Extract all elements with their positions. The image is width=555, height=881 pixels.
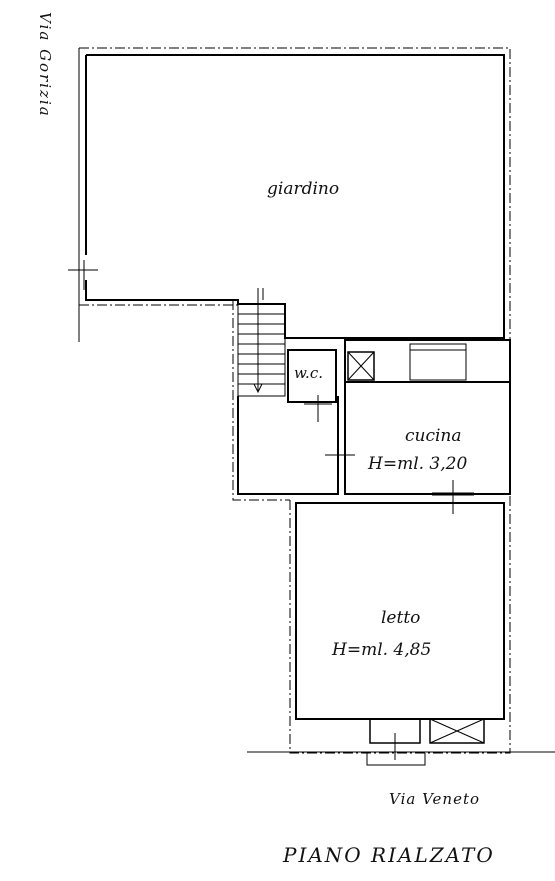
street-label-via-veneto: Via Veneto xyxy=(389,790,480,808)
service-area-wall xyxy=(237,396,339,495)
service-area-dash xyxy=(232,300,290,501)
bedroom-wall xyxy=(295,502,505,720)
chimney-bedroom xyxy=(429,718,485,744)
kitchen-window xyxy=(409,343,467,381)
bedroom-boundary-dash xyxy=(289,494,511,754)
plan-title: PIANO RIALZATO xyxy=(282,843,495,867)
kitchen-height-label: H=ml. 3,20 xyxy=(367,454,467,474)
kitchen-wall xyxy=(344,339,511,495)
room-label-wc: w.c. xyxy=(294,364,323,382)
room-label-garden: giardino xyxy=(267,179,339,199)
entrance-step xyxy=(366,753,426,766)
street-label-via-gorizia: Via Gorizia xyxy=(36,12,54,118)
staircase xyxy=(237,288,286,397)
room-label-kitchen: cucina xyxy=(405,426,462,446)
chimney-kitchen xyxy=(347,351,375,381)
wc-room xyxy=(287,349,337,403)
garden-boundary xyxy=(79,47,511,340)
bedroom-height-label: H=ml. 4,85 xyxy=(331,640,431,660)
room-label-bedroom: letto xyxy=(381,608,420,628)
